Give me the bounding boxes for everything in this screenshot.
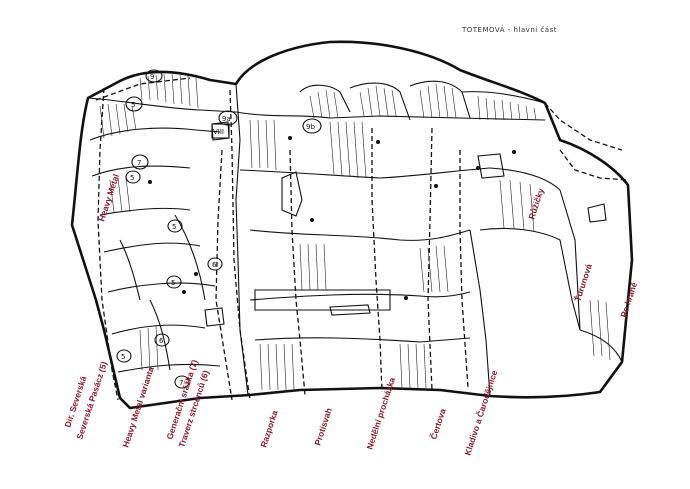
bolt-dots [148,136,516,300]
svg-text:VIII: VIII [213,128,224,136]
rock-hatching [99,73,611,391]
route-label[interactable]: Ťurunová [571,262,594,302]
grade-markers: 9a 9b VIII 5 7 5 5 6 5 6 5 9 7 [116,69,322,389]
grade-marker: 5 [166,275,182,289]
grade-marker: 9a [218,110,238,126]
grade-marker: 7 [131,154,149,170]
svg-text:9a: 9a [222,115,231,123]
grade-marker: 7 [174,375,190,389]
route-lines [95,77,629,401]
route-label[interactable]: Protisvah [312,407,333,447]
svg-text:6: 6 [159,337,164,345]
topo-title: TOTEMOVÁ - hlavní část [461,25,557,34]
route-label[interactable]: Heavy Metal [96,173,121,223]
route-label[interactable]: Růžičky [526,187,546,221]
route-label[interactable]: Po hraně [618,281,639,319]
grade-marker: 6 [154,333,170,347]
svg-text:5: 5 [171,279,175,287]
grade-marker: 5 [116,349,132,363]
grade-marker: 5 [125,170,141,184]
grade-marker: 6 [207,257,223,271]
svg-text:5: 5 [131,101,135,109]
svg-text:7: 7 [179,379,183,387]
svg-text:5: 5 [172,223,176,231]
svg-text:9b: 9b [306,123,315,131]
svg-text:5: 5 [121,353,125,361]
block-lines [87,80,623,397]
svg-text:6: 6 [212,261,217,269]
grade-marker: 5 [167,219,183,233]
route-label[interactable]: Kladivo a Čarodějnice [461,369,499,457]
grade-marker: 9b [302,118,322,134]
route-label[interactable]: Čertova [427,407,447,441]
svg-text:7: 7 [137,159,141,167]
grade-marker: 9 [145,69,163,83]
svg-text:9: 9 [150,73,154,81]
route-labels: Dir. Severská Severská Pasácz (5) Heavy … [62,173,639,457]
route-label[interactable]: Razporka [258,409,279,449]
route-label[interactable]: Heavy Metal varianta [120,365,156,448]
rock-outline [70,40,634,410]
grade-marker: 5 [125,96,143,112]
svg-text:5: 5 [130,174,134,182]
grade-marker: VIII [211,123,230,139]
